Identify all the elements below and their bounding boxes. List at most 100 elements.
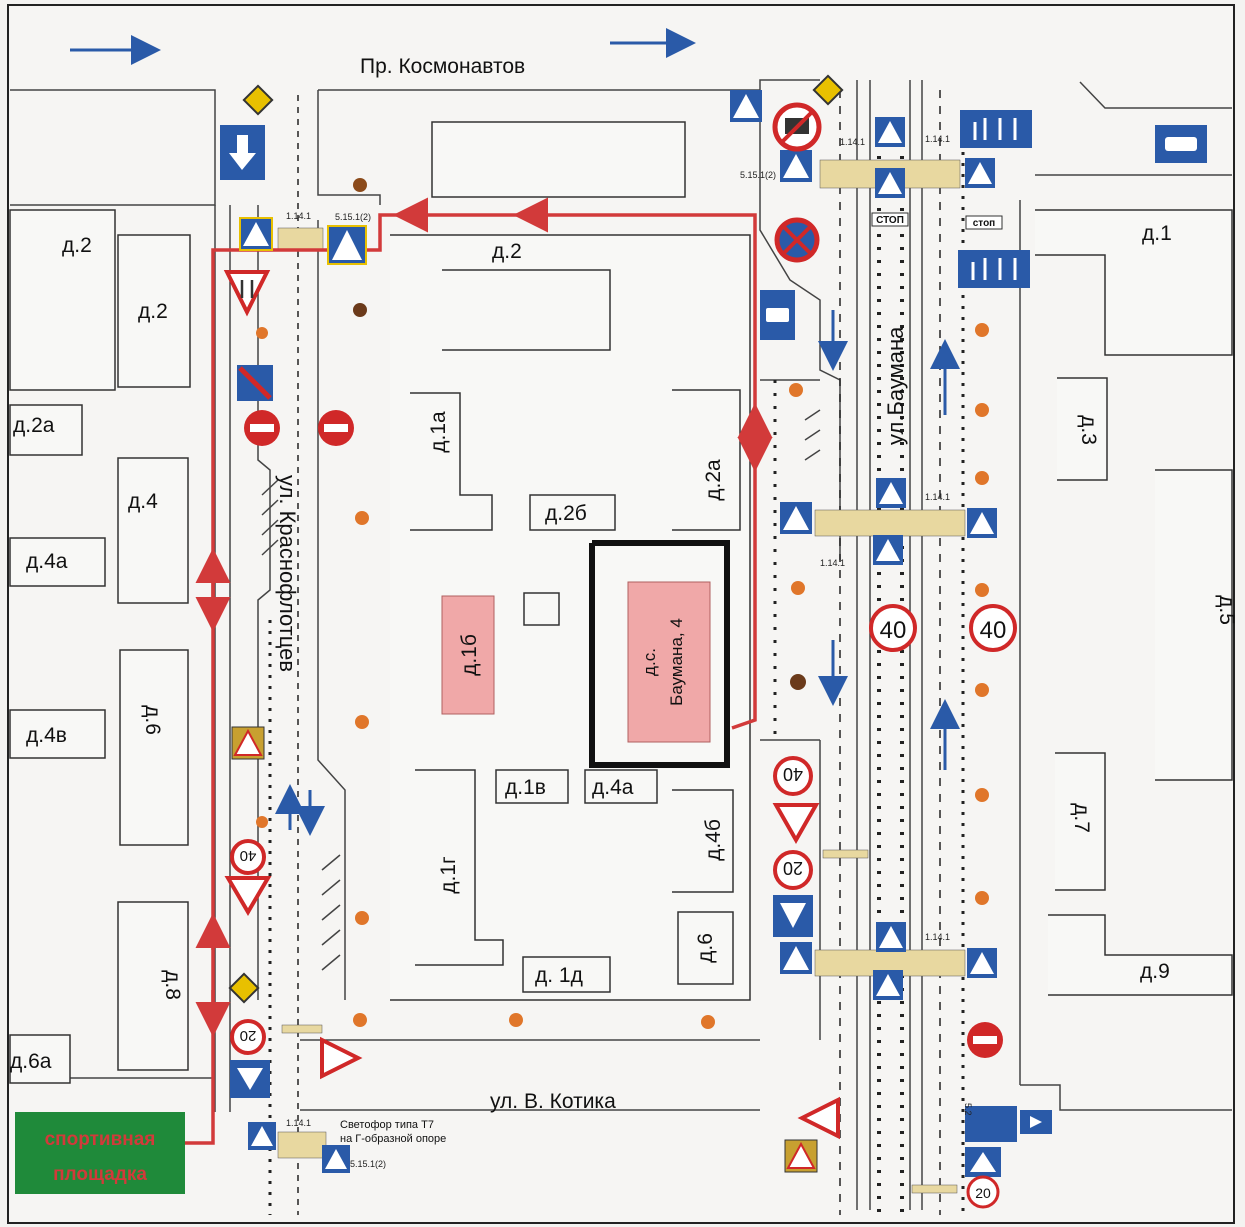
lane-arrows-icon bbox=[960, 110, 1032, 148]
svg-text:д.4а: д.4а bbox=[26, 550, 68, 573]
speed-limit-40-icon: 40 bbox=[969, 604, 1017, 652]
pedestrian-crossing-signs bbox=[239, 90, 997, 1173]
crossing-sign-icon bbox=[875, 117, 905, 147]
yield-icon bbox=[772, 803, 820, 845]
tram-stop-icon bbox=[760, 290, 795, 340]
crossing-sign-icon bbox=[873, 535, 903, 565]
warning-triangle-icon bbox=[797, 1096, 840, 1140]
yield-icon bbox=[224, 876, 272, 916]
svg-text:д.8: д.8 bbox=[161, 970, 184, 1000]
crossing-sign-icon bbox=[780, 502, 812, 534]
svg-text:5.15.1(2): 5.15.1(2) bbox=[350, 1159, 386, 1169]
main-road-end-icon bbox=[965, 1147, 1001, 1177]
traffic-light-note: Светофор типа Т7 bbox=[340, 1119, 434, 1131]
svg-text:д.2: д.2 bbox=[62, 234, 92, 257]
traffic-arrows bbox=[275, 310, 960, 836]
oncoming-priority-icon bbox=[223, 270, 271, 317]
svg-text:40: 40 bbox=[980, 617, 1007, 644]
children-sign-icon bbox=[231, 726, 265, 760]
speed-limit-20-icon: 20 bbox=[966, 1175, 1000, 1209]
kindergarten-label: Баумана, 4 bbox=[667, 618, 686, 706]
svg-text:д.2а: д.2а bbox=[13, 414, 55, 437]
svg-text:5.15.1(2): 5.15.1(2) bbox=[740, 170, 776, 180]
svg-text:д.4а: д.4а bbox=[592, 776, 634, 799]
crossing-sign-icon bbox=[967, 948, 997, 978]
parking-hatch bbox=[261, 409, 821, 971]
children-sign-icon bbox=[784, 1139, 818, 1173]
svg-text:д.2б: д.2б bbox=[545, 502, 587, 525]
svg-text:5.2: 5.2 bbox=[963, 1103, 973, 1116]
no-entry-icon bbox=[318, 410, 354, 446]
svg-text:1.14.1: 1.14.1 bbox=[286, 211, 311, 221]
speed-limit-20-icon: 20 bbox=[230, 1019, 266, 1055]
no-trucks-icon bbox=[772, 102, 822, 152]
pedestrian-route bbox=[185, 197, 773, 1145]
speed-limit-20-icon: 20 bbox=[773, 850, 813, 890]
svg-text:д.4в: д.4в bbox=[26, 724, 67, 747]
main-road-icon bbox=[228, 972, 260, 1004]
crossing-sign-icon bbox=[875, 168, 905, 198]
no-entry-icon bbox=[967, 1022, 1003, 1058]
svg-text:5.15.1(2): 5.15.1(2) bbox=[335, 212, 371, 222]
crossing-sign-icon bbox=[248, 1122, 276, 1150]
sports-ground: спортивная площадка bbox=[15, 1112, 185, 1194]
svg-text:д. 1д: д. 1д bbox=[535, 964, 583, 987]
crossing-sign-icon bbox=[876, 922, 906, 952]
svg-text:1.14.1: 1.14.1 bbox=[925, 134, 950, 144]
svg-text:д.2а: д.2а bbox=[702, 459, 725, 501]
street-kotika-label: ул. В. Котика bbox=[490, 1090, 616, 1113]
kindergarten-building bbox=[627, 581, 711, 743]
svg-text:д.6: д.6 bbox=[694, 933, 717, 963]
svg-text:д.7: д.7 bbox=[1070, 803, 1093, 833]
svg-text:1.14.1: 1.14.1 bbox=[286, 1118, 311, 1128]
svg-text:д.1: д.1 bbox=[1142, 222, 1172, 245]
svg-text:площадка: площадка bbox=[53, 1164, 147, 1185]
svg-text:20: 20 bbox=[240, 1027, 257, 1044]
bus-stop-icon bbox=[1155, 125, 1207, 163]
pedestrian-zone-icon bbox=[965, 1106, 1052, 1142]
traffic-light-note: на Г-образной опоре bbox=[340, 1133, 446, 1145]
sign-codes: 5.15.1(2) 1.14.1 5.15.1(2) 1.14.1 1.14.1… bbox=[286, 134, 973, 1169]
crossing-sign-icon bbox=[965, 158, 995, 188]
svg-text:д.9: д.9 bbox=[1140, 960, 1170, 983]
street-baumana-label: ул.Баумана bbox=[883, 326, 908, 445]
svg-text:40: 40 bbox=[240, 847, 257, 864]
street-kosmonavtov-label: Пр. Космонавтов bbox=[360, 55, 525, 78]
svg-text:д.3: д.3 bbox=[1077, 415, 1100, 445]
svg-text:стоп: стоп bbox=[973, 218, 995, 229]
building-labels: д.2 д.2 д.2 д.2а д.4 д.4а д.4в д.6 д.8 д… bbox=[10, 222, 1238, 1073]
no-stopping-icon bbox=[774, 217, 820, 263]
buildings bbox=[9, 121, 1233, 1084]
crossing-sign-icon bbox=[730, 90, 762, 122]
lane-direction-signs bbox=[760, 110, 1207, 340]
svg-text:20: 20 bbox=[783, 858, 803, 878]
speed-limit-40-icon: 40 bbox=[773, 756, 813, 796]
lane-arrows-icon bbox=[958, 250, 1030, 288]
crossing-sign-icon bbox=[876, 478, 906, 508]
main-road-signs bbox=[228, 74, 844, 1004]
no-parking-icon bbox=[237, 365, 273, 401]
stop-plates: СТОП стоп bbox=[871, 212, 1003, 230]
svg-text:д.1в: д.1в bbox=[505, 776, 546, 799]
crossing-sign-icon bbox=[780, 150, 812, 182]
svg-text:1.14.1: 1.14.1 bbox=[820, 558, 845, 568]
main-road-end-icon bbox=[773, 895, 813, 937]
svg-text:д.6: д.6 bbox=[141, 705, 164, 735]
kindergarten-label: д.с. bbox=[640, 648, 659, 676]
street-krasnoflottsev-label: ул. Краснофлотцев bbox=[275, 475, 300, 672]
yield-signs bbox=[223, 270, 1052, 1177]
svg-text:д.1г: д.1г bbox=[437, 856, 460, 894]
main-road-icon bbox=[242, 84, 274, 116]
svg-text:д.2: д.2 bbox=[492, 240, 522, 263]
crossing-sign-icon bbox=[327, 225, 367, 265]
svg-text:д.1а: д.1а bbox=[427, 411, 450, 453]
svg-text:40: 40 bbox=[783, 764, 803, 784]
svg-text:д.5: д.5 bbox=[1215, 595, 1238, 625]
main-road-icon bbox=[812, 74, 844, 106]
speed-limit-signs: 40 40 40 40 20 20 20 bbox=[230, 604, 1017, 1209]
one-way-sign-icon bbox=[220, 125, 265, 180]
kindergarten-fence bbox=[589, 540, 730, 768]
crossing-sign-icon bbox=[322, 1145, 350, 1173]
speed-limit-40-icon: 40 bbox=[230, 839, 266, 875]
crossing-sign-icon bbox=[873, 970, 903, 1000]
